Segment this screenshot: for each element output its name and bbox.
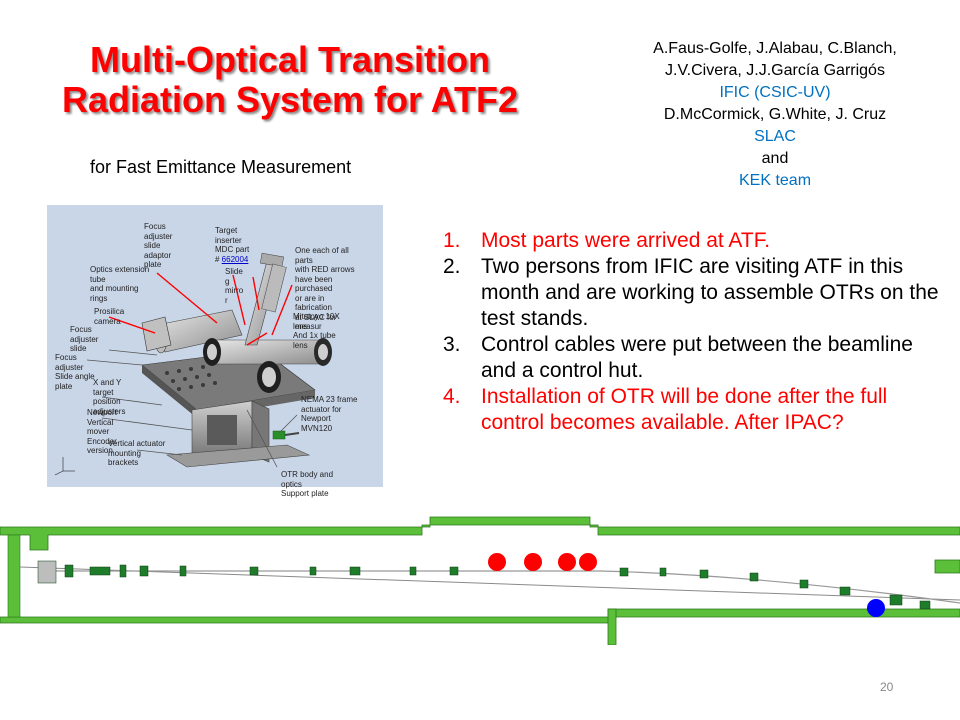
slide-subtitle: for Fast Emittance Measurement — [90, 157, 352, 177]
label-slide-mirror: Slide g mirro r — [225, 267, 244, 305]
list-item-number: 4. — [443, 385, 461, 408]
ip-marker — [867, 599, 885, 617]
list-item-text: Control cables were put between the beam… — [481, 333, 913, 382]
label-prosilica-camera: Prosilica camera — [94, 307, 125, 326]
list-item-number: 3. — [443, 333, 461, 356]
list-item: 4. Installation of OTR will be done after… — [443, 384, 953, 436]
author-line: and — [761, 150, 789, 167]
label-nema-actuator: NEMA 23 frame actuator for Newport MVN12… — [301, 395, 358, 433]
author-line: J.V.Civera, J.J.García Garrigós — [665, 62, 885, 79]
list-item: 1. Most parts were arrived at ATF. — [443, 228, 953, 254]
label-focus-adjuster-slide-angle: Focus adjuster Slide angle plate — [55, 353, 95, 391]
author-affiliation: SLAC — [754, 128, 796, 145]
magnets — [37, 560, 931, 610]
list-item-text: Installation of OTR will be done after t… — [481, 385, 888, 434]
label-mitutoyo-lens: Mitutoyo 10X lens And 1x tube lens — [293, 312, 340, 350]
label-one-each: One each of all parts with RED arrows ha… — [295, 246, 355, 331]
camera — [141, 316, 172, 352]
slide-title: Multi-Optical Transition Radiation Syste… — [61, 39, 519, 120]
label-target-inserter-text: Target inserter MDC part # — [215, 226, 250, 264]
list-item-text: Two persons from IFIC are visiting ATF i… — [481, 255, 939, 330]
author-line: A.Faus-Golfe, J.Alabau, C.Blanch, — [653, 40, 897, 57]
label-otr-body: OTR body and optics Support plate — [281, 470, 334, 498]
label-focus-adjuster-slide-adaptor: Focus adjuster slide adaptor plate — [144, 222, 173, 269]
list-item-text: Most parts were arrived at ATF. — [481, 229, 771, 252]
list-item: 3. Control cables were put between the be… — [443, 332, 953, 384]
label-target-inserter: Target inserter MDC part # 662004 — [215, 226, 249, 264]
label-vertical-actuator: Vertical actuator mounting brackets — [108, 439, 166, 467]
nema-actuator — [272, 430, 286, 440]
otr-markers — [488, 553, 597, 571]
label-xy-target-adjusters: X and Y target position adjusters — [93, 378, 126, 416]
part-number-link[interactable]: 662004 — [221, 254, 249, 264]
cad-drawing — [54, 252, 332, 476]
label-newport-vertical-mover: Newport Vertical mover Encoder version — [87, 408, 117, 455]
list-item-number: 1. — [443, 229, 461, 252]
label-focus-adjuster-slide: Focus adjuster slide — [70, 325, 99, 353]
axis-triad-icon — [54, 457, 75, 476]
author-line: D.McCormick, G.White, J. Cruz — [663, 106, 887, 123]
beamline-layout — [0, 516, 960, 645]
author-block: A.Faus-Golfe, J.Alabau, C.Blanch, J.V.Ci… — [600, 38, 950, 192]
list-item: 2. Two persons from IFIC are visiting ATF… — [443, 254, 953, 332]
status-list: 1. Most parts were arrived at ATF. 2. Two … — [443, 228, 953, 436]
shield-wall — [0, 516, 960, 645]
label-optics-extension: Optics extension tube and mounting rings — [90, 265, 150, 303]
list-item-number: 2. — [443, 255, 461, 278]
label-leaders — [86, 349, 298, 468]
author-affiliation: KEK team — [738, 172, 812, 189]
author-affiliation: IFIC (CSIC-UV) — [719, 84, 831, 101]
beam-pipe — [19, 566, 960, 601]
page-number: 20 — [880, 680, 894, 694]
otr-cad-diagram: Focus adjuster slide adaptor plate Targe… — [47, 205, 383, 487]
red-arrows — [108, 272, 293, 346]
